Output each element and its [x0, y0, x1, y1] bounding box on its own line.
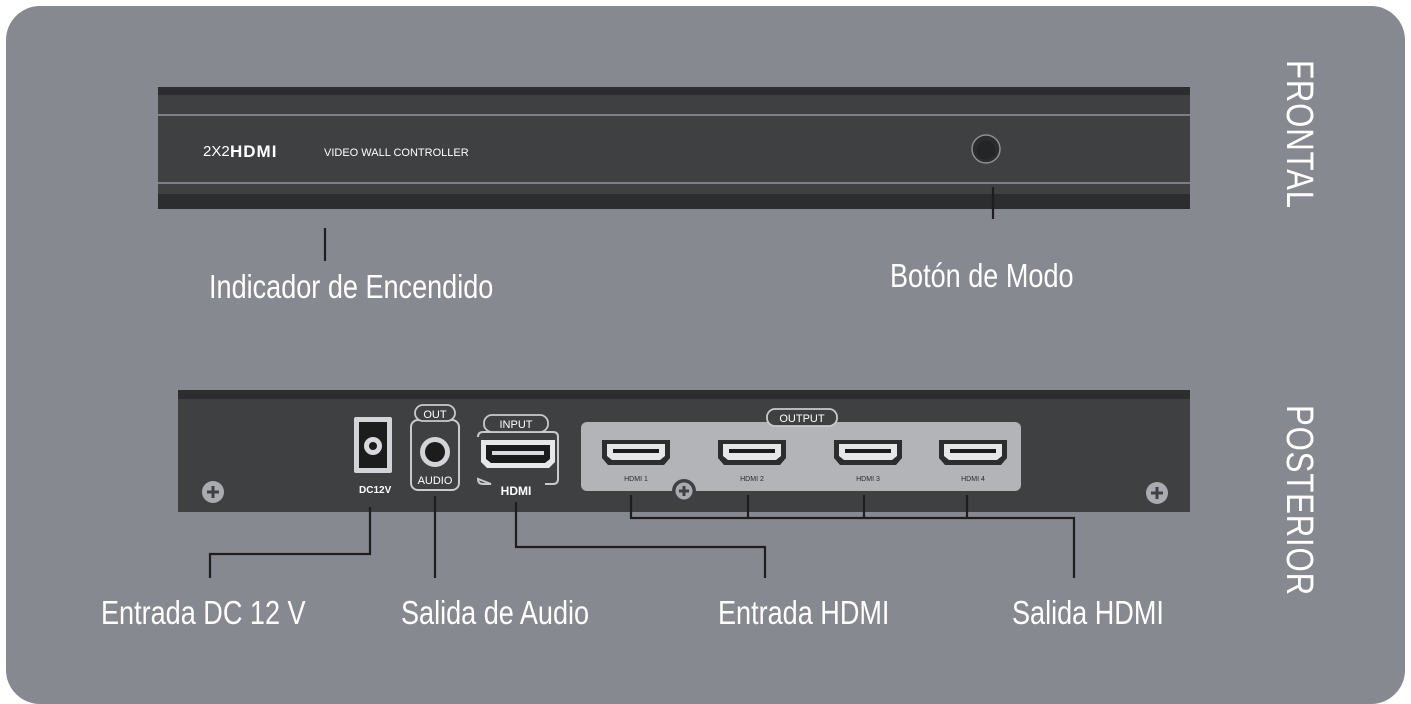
- rear-panel: DC12V OUT AUDIO INPUT HDMI OUTPUT HDMI 1…: [178, 390, 1190, 512]
- model-prefix-text: 2X2: [203, 143, 230, 160]
- output-port-label: HDMI 3: [856, 476, 880, 483]
- screw-icon: [202, 481, 224, 503]
- audio-port-label: AUDIO: [418, 475, 453, 487]
- hdmi-output-label: Salida HDMI: [1012, 594, 1164, 631]
- screw-icon: [672, 479, 696, 503]
- output-port-label: HDMI 4: [961, 476, 985, 483]
- hdmi-input-port: [476, 414, 559, 485]
- input-badge: INPUT: [500, 419, 533, 431]
- hdmi-output-port: [834, 440, 902, 465]
- section-title-front: FRONTAL: [1278, 60, 1320, 209]
- hdmi-output-port: [602, 440, 670, 465]
- audio-out-port: [410, 404, 460, 491]
- front-panel: 2X2 HDMI VIDEO WALL CONTROLLER: [158, 87, 1190, 209]
- rear-leader-lines: [208, 495, 1076, 578]
- output-panel: [581, 422, 1021, 491]
- audio-output-label: Salida de Audio: [401, 594, 590, 631]
- output-port-label: HDMI 2: [740, 476, 764, 483]
- output-ports: HDMI 1 HDMI 2 HDMI 3 HDMI 4: [602, 440, 1007, 483]
- output-badge: OUTPUT: [779, 413, 825, 425]
- hdmi-output-port: [939, 440, 1007, 465]
- model-name-text: VIDEO WALL CONTROLLER: [324, 147, 469, 159]
- hdmi-output-port: [718, 440, 786, 465]
- mode-button[interactable]: [971, 134, 1001, 164]
- dc-power-jack: [354, 417, 392, 473]
- dc-input-label: Entrada DC 12 V: [101, 594, 306, 631]
- output-port-label: HDMI 1: [624, 476, 648, 483]
- screw-icon: [1146, 482, 1168, 504]
- audio-out-badge: OUT: [423, 409, 447, 421]
- mode-button-label: Botón de Modo: [890, 257, 1074, 294]
- input-port-label: HDMI: [501, 484, 532, 498]
- section-title-rear: POSTERIOR: [1278, 405, 1320, 596]
- power-indicator-label: Indicador de Encendido: [209, 268, 494, 305]
- hdmi-logo: HDMI: [230, 142, 277, 161]
- hdmi-input-label: Entrada HDMI: [718, 594, 890, 631]
- front-leader-lines: [323, 187, 995, 261]
- dc-port-label: DC12V: [359, 485, 392, 496]
- output-badge-frame: [766, 408, 838, 427]
